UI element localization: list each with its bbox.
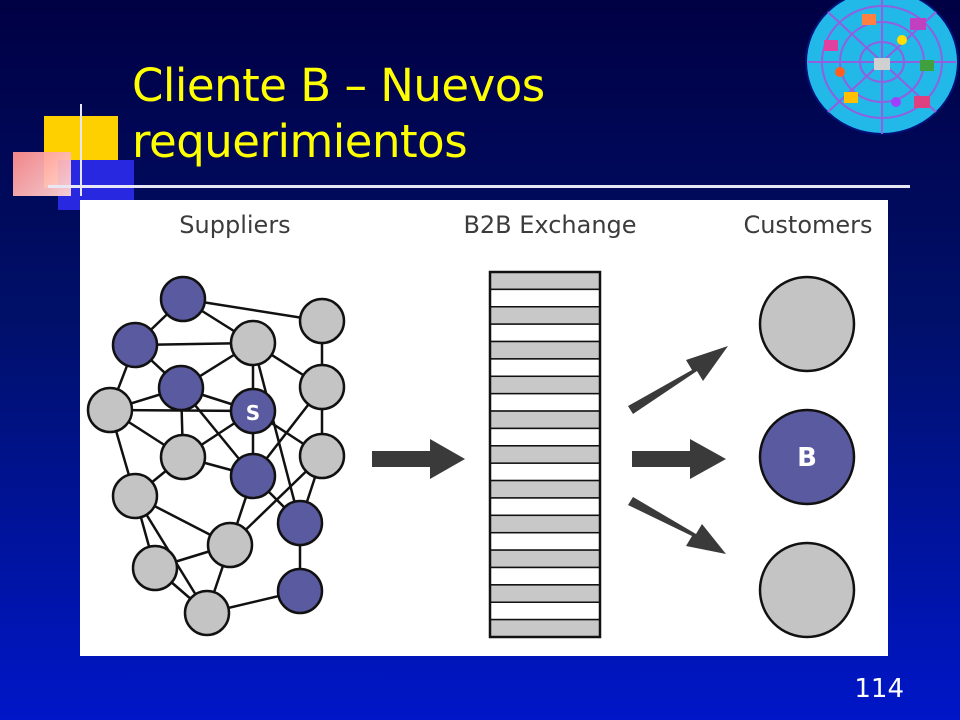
b2b-exchange-label: B2B Exchange [463,211,636,239]
supplier-node [159,275,207,323]
slide-title-line-2: requerimientos [132,115,468,168]
decor-square-red [13,152,71,196]
exchange-row [489,306,601,325]
supplier-node [111,321,159,369]
supplier-node [298,432,346,480]
exchange-row [489,445,601,464]
supplier-node-s-label: S [246,401,260,425]
page-number: 114 [854,674,904,704]
b2b-network-diagram: Suppliers B2B Exchange Customers S B [86,211,873,639]
supplier-node [183,589,231,637]
exchange-frame [488,270,602,639]
customer-node-b-label: B [797,443,817,473]
exchange-row [489,271,601,291]
exchange-row [489,392,601,412]
exchange-row [489,601,601,621]
exchange-row [489,358,601,378]
exchange-row [489,288,601,308]
exchange-row [489,514,601,534]
supplier-node [229,452,277,500]
arrow-to-customer-top [628,346,728,414]
b2b-diagram-panel: Suppliers B2B Exchange Customers S B [80,200,888,656]
exchange-row [489,462,601,482]
web-globe-clipart [805,0,959,135]
arrow-to-exchange [372,439,465,479]
customer-node-b [758,408,856,506]
network-edge-3 [181,297,324,323]
exchange-row [489,618,601,638]
b2b-exchange-stack [488,270,602,639]
arrow-to-customer-middle [632,439,726,479]
customers-label: Customers [743,211,872,239]
exchange-row [489,566,601,586]
supplier-node [276,567,324,615]
exchange-row [489,497,601,517]
exchange-row [489,549,601,569]
supplier-node [111,472,159,520]
slide-title-line-1: Cliente B – Nuevos [132,59,545,112]
exchange-row [489,479,601,499]
supplier-node [86,386,134,434]
exchange-row [489,375,601,395]
exchange-row [489,410,601,430]
supplier-node-s [229,387,277,435]
supplier-node [298,297,346,345]
supplier-node [131,544,179,592]
title-underline [48,185,910,188]
customer-node-top [758,275,856,373]
exchange-row [489,427,601,447]
supplier-node [276,499,324,547]
supplier-node [157,364,205,412]
suppliers-label: Suppliers [179,211,290,239]
slide-title: Cliente B – Nuevos requerimientos [132,58,812,170]
customer-node-bottom [758,541,856,639]
supplier-node [229,319,277,367]
supplier-node [206,521,254,569]
exchange-row [489,531,601,551]
decor-vertical-line [80,104,82,196]
supplier-node [159,433,207,481]
network-edge-37 [251,341,302,525]
exchange-row [489,584,601,603]
exchange-row [489,323,601,343]
arrow-to-customer-bottom [628,497,726,554]
supplier-node [298,363,346,411]
exchange-row [489,340,601,360]
